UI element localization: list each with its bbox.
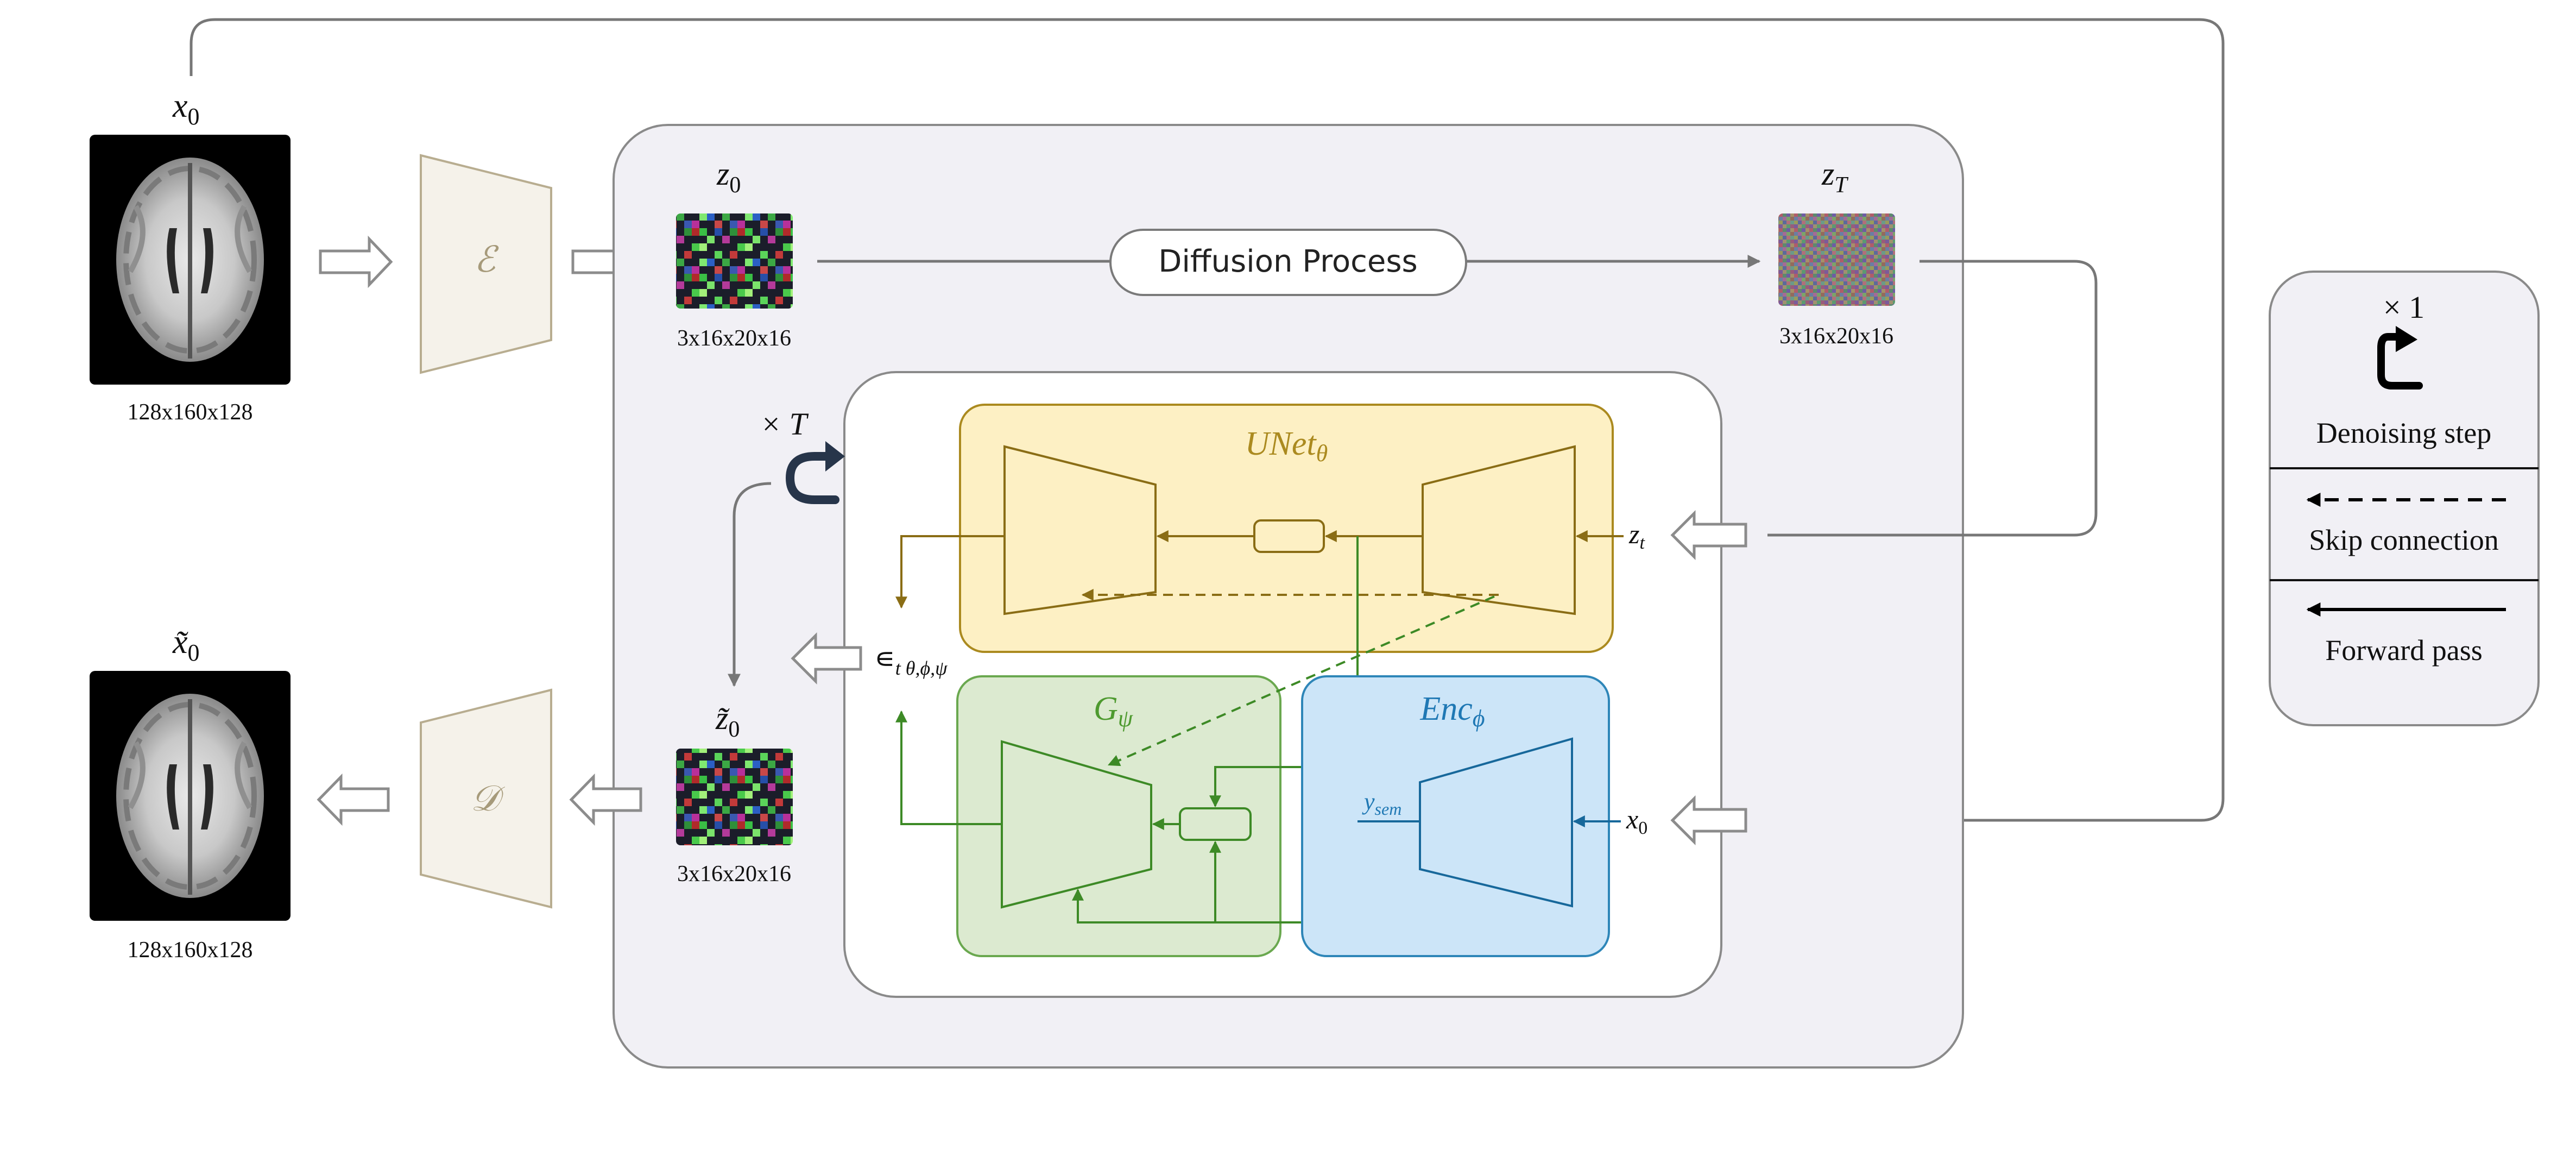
latent-end-symbol: zT xyxy=(1821,156,1848,198)
g-skip-connection xyxy=(1107,595,1495,767)
latent-start-dims: 3x16x20x16 xyxy=(677,326,791,351)
unet-output-arrow xyxy=(895,535,1005,609)
unet-label: UNetθ xyxy=(1245,425,1328,467)
loop-icon xyxy=(785,452,839,504)
loop-count: × T xyxy=(760,406,809,442)
latent-end-noise-image xyxy=(1778,213,1895,306)
diffusion-process-pill xyxy=(1109,229,1467,296)
arrow-into-x0 xyxy=(1670,795,1747,846)
latent-start-image xyxy=(676,213,793,309)
loop-icon-head xyxy=(825,441,845,472)
legend-denoising-label: Denoising step xyxy=(2316,417,2491,449)
arrow-decoder-to-output xyxy=(317,773,390,826)
arrow-latent-to-decoder xyxy=(569,773,642,826)
unet-decoder-shape xyxy=(1003,445,1157,615)
arrow-into-zt xyxy=(1670,510,1747,561)
unet-bottleneck xyxy=(1253,519,1325,553)
legend-count: × 1 xyxy=(2383,290,2425,325)
legend-loop-icon xyxy=(2377,333,2423,389)
unet-encoder-shape xyxy=(1422,445,1576,615)
latent-end-dims: 3x16x20x16 xyxy=(1779,324,1893,349)
latent-recon-dims: 3x16x20x16 xyxy=(677,862,791,887)
arrow-epsilon-out xyxy=(791,632,862,685)
g-output-arrow xyxy=(895,710,1002,825)
epsilon-label: ∊t θ,ϕ,ψ xyxy=(874,642,948,679)
decoder-block xyxy=(420,688,552,909)
x0-feedback-line xyxy=(190,18,2225,822)
latent-start-symbol: z0 xyxy=(716,156,741,198)
x0-input-label: x0 xyxy=(1626,804,1647,838)
input-dims: 128x160x128 xyxy=(128,400,253,425)
encoder-block xyxy=(420,154,552,374)
diffusion-process-label: Diffusion Process xyxy=(1158,244,1417,279)
legend-forward-label: Forward pass xyxy=(2325,634,2482,667)
enc-encoder-shape xyxy=(1419,737,1573,908)
unet-to-g-line xyxy=(1209,536,1359,808)
input-brain-image xyxy=(90,135,291,385)
arrow-input-to-encoder xyxy=(319,235,393,288)
legend-skip-label: Skip connection xyxy=(2309,524,2498,556)
loop-line-to-z0 xyxy=(728,482,772,687)
enc-label: Encϕ xyxy=(1419,690,1485,732)
g-decoder-shape xyxy=(1001,740,1152,909)
g-bottleneck xyxy=(1179,807,1252,841)
legend-loop-head xyxy=(2396,326,2417,352)
latent-recon-image xyxy=(676,749,793,845)
g-label: Gψ xyxy=(1094,690,1133,732)
latent-recon-symbol: z̃0 xyxy=(715,700,740,742)
output-dims: 128x160x128 xyxy=(128,938,253,963)
output-symbol: x̃0 xyxy=(172,624,200,666)
output-brain-image xyxy=(90,671,291,921)
ysem-label: ysem xyxy=(1362,788,1401,819)
zt-label: zt xyxy=(1628,519,1645,553)
zT-feedback-line xyxy=(1767,260,2098,537)
input-symbol: x0 xyxy=(172,87,200,130)
encoder-symbol: ℰ xyxy=(474,240,499,280)
